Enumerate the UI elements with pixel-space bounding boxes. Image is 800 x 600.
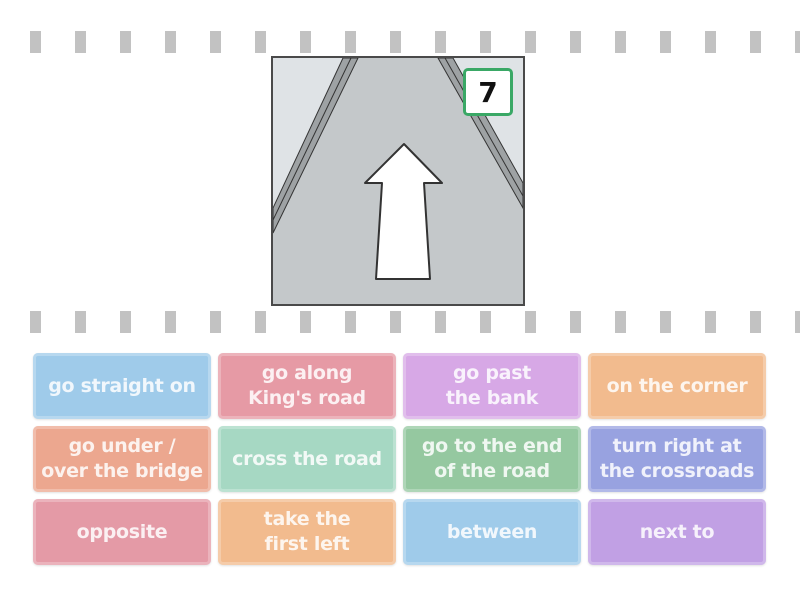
dash-segment bbox=[390, 311, 401, 333]
dash-segment bbox=[525, 311, 536, 333]
top-dashed-divider bbox=[0, 31, 800, 53]
answer-tile[interactable]: turn right at the crossroads bbox=[588, 426, 766, 492]
number-badge: 7 bbox=[463, 68, 513, 116]
answer-tiles-grid: go straight on go along King's road go p… bbox=[33, 353, 768, 567]
dash-segment bbox=[435, 31, 446, 53]
dash-segment bbox=[30, 31, 41, 53]
dash-segment bbox=[570, 311, 581, 333]
dash-segment bbox=[300, 311, 311, 333]
answer-tile[interactable]: on the corner bbox=[588, 353, 766, 419]
bottom-dashed-divider bbox=[0, 311, 800, 333]
dash-segment bbox=[165, 311, 176, 333]
dash-segment bbox=[660, 311, 671, 333]
arrow-up-icon bbox=[364, 143, 443, 280]
dash-segment bbox=[120, 31, 131, 53]
dash-segment bbox=[210, 31, 221, 53]
dash-segment bbox=[480, 311, 491, 333]
dash-segment bbox=[75, 311, 86, 333]
dash-segment bbox=[525, 31, 536, 53]
dash-segment bbox=[750, 311, 761, 333]
dash-segment bbox=[300, 31, 311, 53]
answer-tile[interactable]: go past the bank bbox=[403, 353, 581, 419]
dash-segment bbox=[705, 311, 716, 333]
dash-segment bbox=[705, 31, 716, 53]
dash-segment bbox=[390, 31, 401, 53]
dash-segment bbox=[255, 31, 266, 53]
answer-tile[interactable]: go to the end of the road bbox=[403, 426, 581, 492]
question-image: 7 bbox=[271, 56, 525, 306]
dash-segment bbox=[795, 31, 800, 53]
dash-segment bbox=[615, 311, 626, 333]
dash-segment bbox=[795, 311, 800, 333]
dash-segment bbox=[255, 311, 266, 333]
answer-tile[interactable]: go along King's road bbox=[218, 353, 396, 419]
dash-segment bbox=[660, 31, 671, 53]
answer-tile[interactable]: opposite bbox=[33, 499, 211, 565]
dash-segment bbox=[165, 31, 176, 53]
answer-tile[interactable]: between bbox=[403, 499, 581, 565]
dash-segment bbox=[345, 311, 356, 333]
answer-tile[interactable]: take the first left bbox=[218, 499, 396, 565]
answer-tile[interactable]: cross the road bbox=[218, 426, 396, 492]
dash-segment bbox=[30, 311, 41, 333]
dash-segment bbox=[570, 31, 581, 53]
dash-segment bbox=[480, 31, 491, 53]
dash-segment bbox=[750, 31, 761, 53]
dash-segment bbox=[345, 31, 356, 53]
dash-segment bbox=[120, 311, 131, 333]
answer-tile[interactable]: go under / over the bridge bbox=[33, 426, 211, 492]
dash-segment bbox=[435, 311, 446, 333]
answer-tile[interactable]: go straight on bbox=[33, 353, 211, 419]
dash-segment bbox=[75, 31, 86, 53]
dash-segment bbox=[210, 311, 221, 333]
answer-tile[interactable]: next to bbox=[588, 499, 766, 565]
dash-segment bbox=[615, 31, 626, 53]
